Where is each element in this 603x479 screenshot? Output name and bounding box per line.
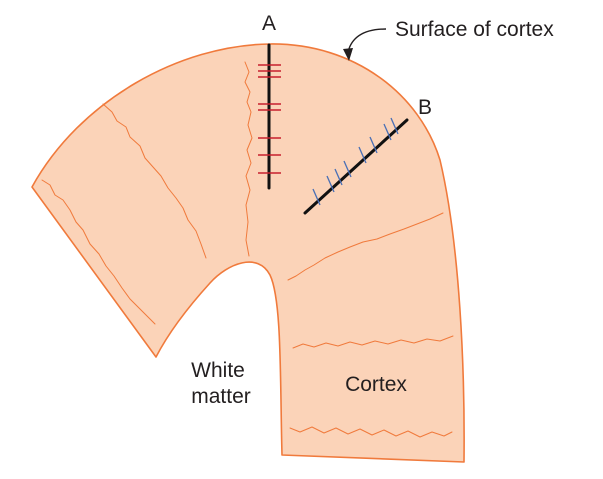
electrode-b-markers — [312, 117, 399, 206]
sulcus-line-4 — [287, 212, 444, 281]
surface-arrow-line — [347, 28, 387, 53]
electrode-a — [258, 43, 281, 190]
electrode-a-markers — [258, 64, 281, 174]
electrode-b-shaft — [303, 118, 409, 215]
electrode-b-marker — [383, 123, 392, 141]
electrode-b-marker — [369, 136, 378, 154]
electrode-b-marker — [343, 160, 352, 178]
sulcus-line-5 — [292, 335, 454, 349]
label-surface-of-cortex: Surface of cortex — [395, 18, 554, 41]
label-white-matter-line2: matter — [191, 385, 251, 408]
sulcus-line-2 — [102, 103, 207, 259]
sulcus-line-1 — [41, 179, 156, 325]
surface-arrow — [343, 28, 387, 61]
surface-arrowhead-icon — [343, 48, 353, 61]
electrode-b-marker — [390, 117, 399, 135]
label-b: B — [418, 96, 432, 119]
label-white-matter-line1: White — [191, 359, 245, 382]
label-a: A — [262, 12, 276, 35]
electrode-b-marker — [358, 146, 367, 164]
electrode-b-marker — [334, 168, 343, 186]
sulcus-line-6 — [289, 426, 453, 438]
label-cortex: Cortex — [345, 373, 407, 396]
sulcus-line-3 — [244, 61, 253, 257]
sulcal-lines — [41, 61, 454, 438]
electrode-b — [303, 117, 409, 215]
electrode-b-marker — [312, 188, 321, 206]
electrode-b-marker — [326, 175, 335, 193]
